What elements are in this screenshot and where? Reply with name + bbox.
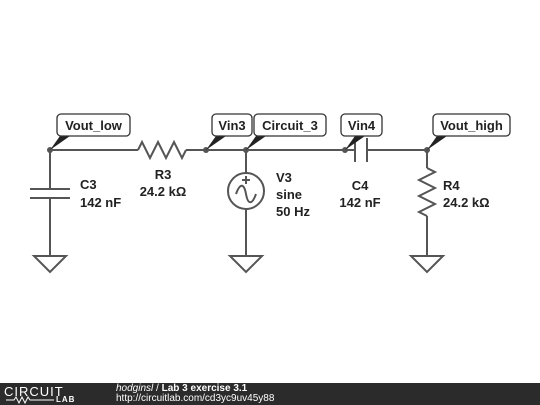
author-title-line: hodginsl / Lab 3 exercise 3.1 xyxy=(116,384,274,394)
ground-r4 xyxy=(408,255,446,274)
ground-v3 xyxy=(227,255,265,274)
v3-frequency: 50 Hz xyxy=(276,204,310,219)
voltage-source-v3 xyxy=(227,150,265,256)
v3-type: sine xyxy=(276,187,302,202)
separator: / xyxy=(156,383,159,394)
logo-text-top: CIRCUIT xyxy=(4,384,64,399)
net-label-circuit-3-text: Circuit_3 xyxy=(262,118,318,133)
net-label-vout-low-text: Vout_low xyxy=(65,118,123,133)
r4-value: 24.2 kΩ xyxy=(443,195,490,210)
c4-value: 142 nF xyxy=(339,195,380,210)
circuit-schematic: Vout_low Vin3 Circuit_3 Vin4 Vout_high C… xyxy=(30,113,511,274)
capacitor-c3 xyxy=(30,150,70,256)
logo-text-bottom: LAB xyxy=(56,395,76,404)
v3-name: V3 xyxy=(276,170,292,185)
net-label-vin4: Vin4 xyxy=(340,113,383,150)
net-label-circuit-3: Circuit_3 xyxy=(246,113,327,150)
circuit-meta: hodginsl / Lab 3 exercise 3.1 http://cir… xyxy=(116,384,274,404)
c3-value: 142 nF xyxy=(80,195,121,210)
net-label-vin4-text: Vin4 xyxy=(348,118,376,133)
c3-name: C3 xyxy=(80,177,97,192)
logo-resistor-icon xyxy=(6,396,54,404)
net-label-vout-high: Vout_high xyxy=(427,113,511,150)
net-label-vout-high-text: Vout_high xyxy=(440,118,503,133)
author[interactable]: hodginsl xyxy=(116,383,154,394)
resistor-r4 xyxy=(416,150,438,256)
circuit-title: Lab 3 exercise 3.1 xyxy=(161,383,248,394)
ground-c3 xyxy=(31,255,69,274)
circuit-url[interactable]: http://circuitlab.com/cd3yc9uv45y88 xyxy=(116,393,275,404)
net-label-vout-low: Vout_low xyxy=(50,113,131,150)
net-label-vin3-text: Vin3 xyxy=(218,118,245,133)
footer-bar: CIRCUIT LAB hodginsl / Lab 3 exercise 3.… xyxy=(0,383,540,405)
net-label-vin3: Vin3 xyxy=(206,113,253,150)
c4-name: C4 xyxy=(352,178,369,193)
r3-name: R3 xyxy=(155,167,172,182)
circuitlab-logo: CIRCUIT LAB xyxy=(4,383,104,405)
r3-value: 24.2 kΩ xyxy=(140,184,187,199)
r4-name: R4 xyxy=(443,178,460,193)
resistor-r3 xyxy=(137,139,187,161)
